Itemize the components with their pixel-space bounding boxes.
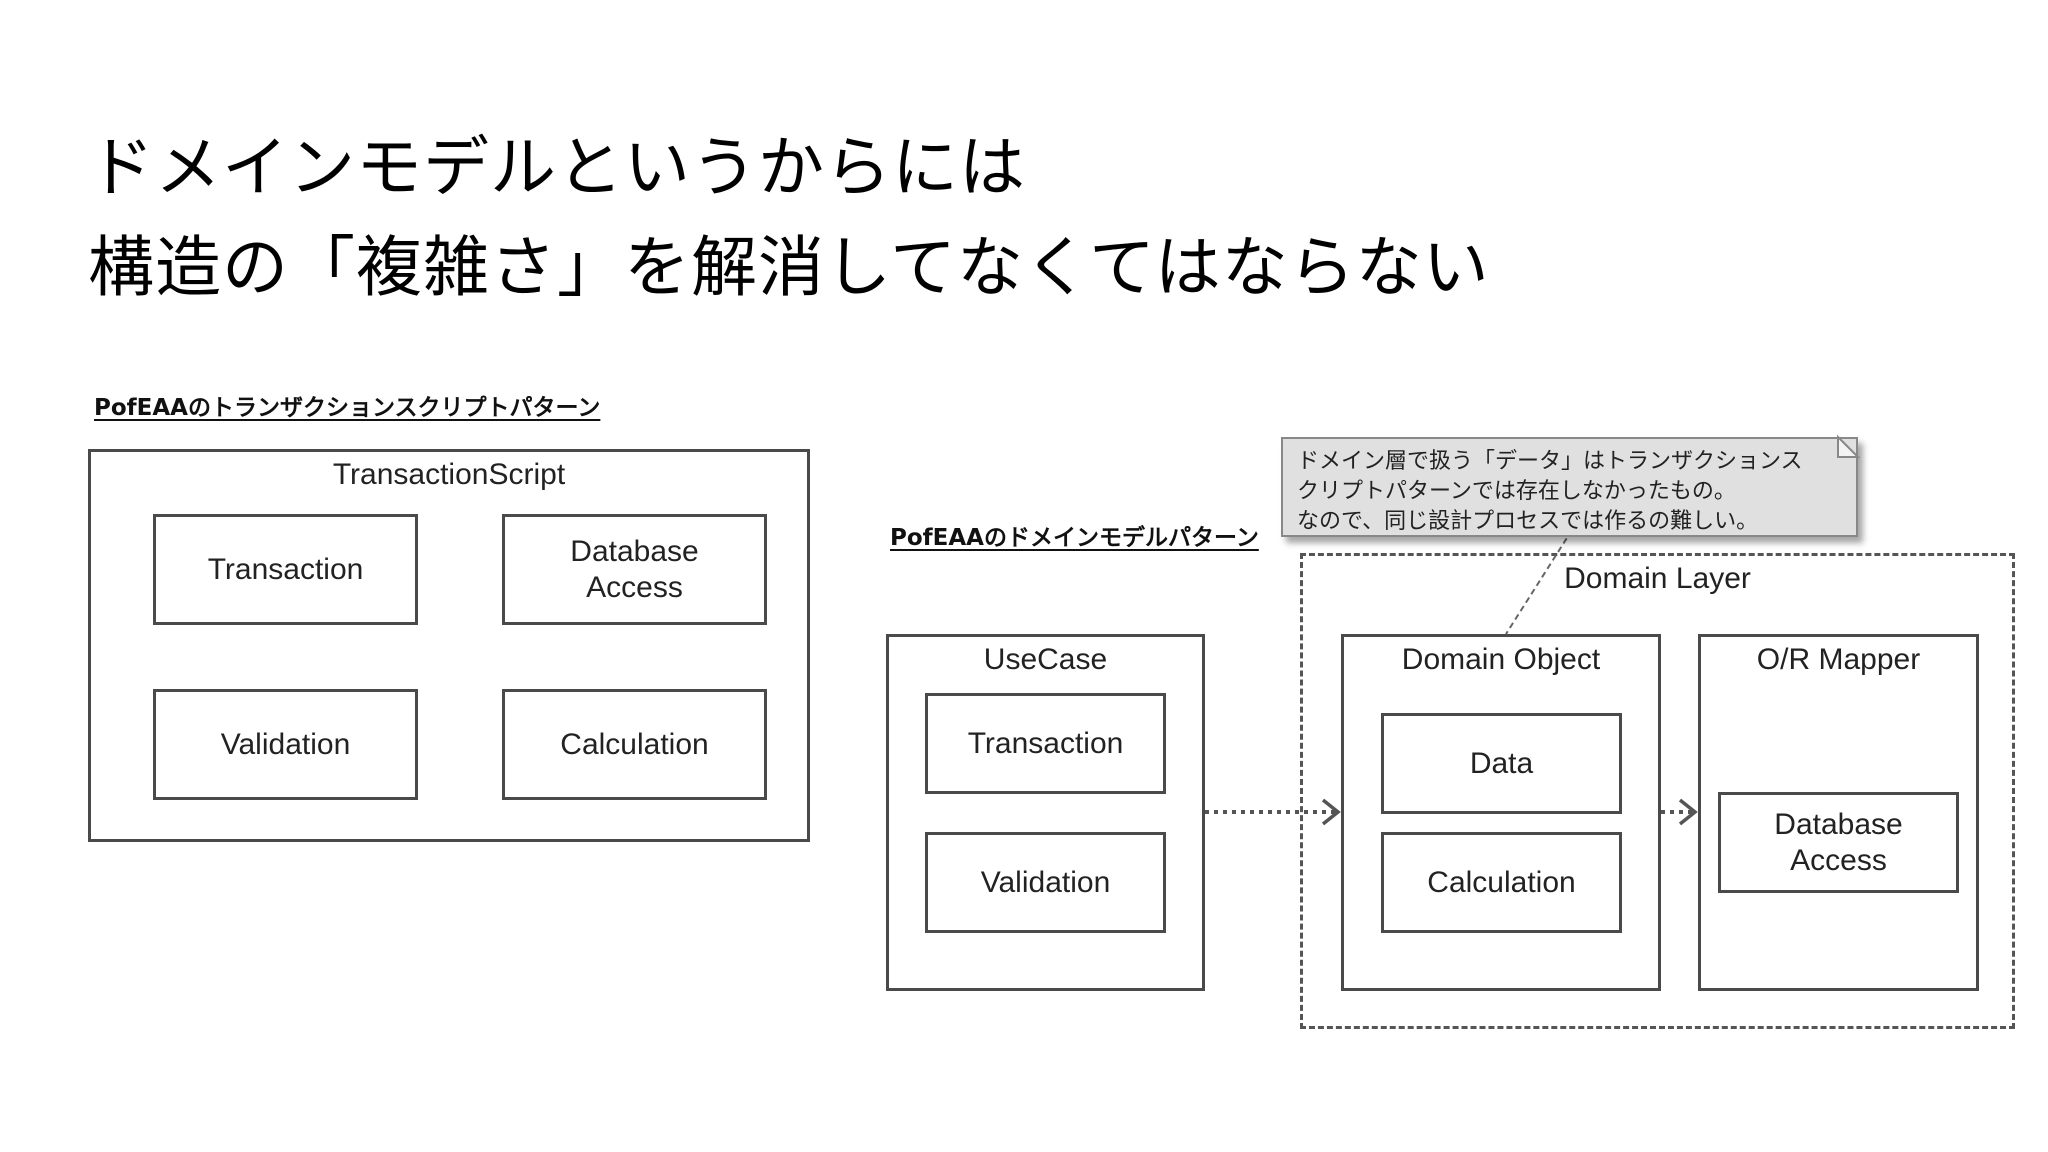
slide-title: ドメインモデルというからには 構造の「複雑さ」を解消してなくてはならない: [88, 118, 1490, 318]
slide-title-line-1: ドメインモデルというからには: [88, 129, 1026, 206]
ts-database-access-box: Database Access: [502, 514, 767, 625]
note-line-2: クリプトパターンでは存在しなかったもの。: [1297, 479, 1736, 504]
ts-transaction-label: Transaction: [207, 552, 364, 586]
domain-model-pattern-label: PofEAAのドメインモデルパターン: [890, 525, 1259, 551]
domain-data-label: Data: [1469, 746, 1534, 780]
usecase-validation-box: Validation: [925, 832, 1166, 933]
or-mapper-database-access-label-line-2: Access: [1790, 843, 1887, 877]
note-callout: ドメイン層で扱う「データ」はトランザクションス クリプトパターンでは存在しなかっ…: [1281, 437, 1858, 537]
usecase-transaction-box: Transaction: [925, 693, 1166, 794]
ts-validation-box: Validation: [153, 689, 418, 800]
note-line-1: ドメイン層で扱う「データ」はトランザクションス: [1297, 449, 1803, 474]
ts-validation-label: Validation: [220, 727, 351, 761]
transaction-script-title: TransactionScript: [332, 458, 566, 491]
or-mapper-database-access-box: Database Access: [1718, 792, 1959, 893]
usecase-validation-label: Validation: [980, 865, 1111, 899]
usecase-title: UseCase: [983, 643, 1108, 676]
note-line-3: なので、同じ設計プロセスでは作るの難しい。: [1297, 509, 1759, 534]
ts-calculation-box: Calculation: [502, 689, 767, 800]
usecase-transaction-label: Transaction: [967, 726, 1124, 760]
ts-database-access-label-line-1: Database: [570, 534, 699, 568]
or-mapper-database-access-label-line-1: Database: [1774, 807, 1903, 841]
domain-calculation-label: Calculation: [1427, 865, 1576, 899]
domain-layer-title: Domain Layer: [1564, 562, 1751, 595]
ts-database-access-label-line-2: Access: [586, 570, 683, 604]
domain-data-box: Data: [1381, 713, 1622, 814]
domain-calculation-box: Calculation: [1381, 832, 1622, 933]
domain-object-title: Domain Object: [1401, 643, 1601, 676]
ts-transaction-box: Transaction: [153, 514, 418, 625]
or-mapper-title: O/R Mapper: [1756, 643, 1921, 676]
ts-calculation-label: Calculation: [560, 727, 709, 761]
slide-title-line-2: 構造の「複雑さ」を解消してなくてはならない: [88, 229, 1490, 306]
transaction-script-pattern-label: PofEAAのトランザクションスクリプトパターン: [94, 395, 601, 421]
domain-layer: Domain Layer: [1300, 553, 2015, 1029]
usecase-container: UseCase: [886, 634, 1205, 991]
